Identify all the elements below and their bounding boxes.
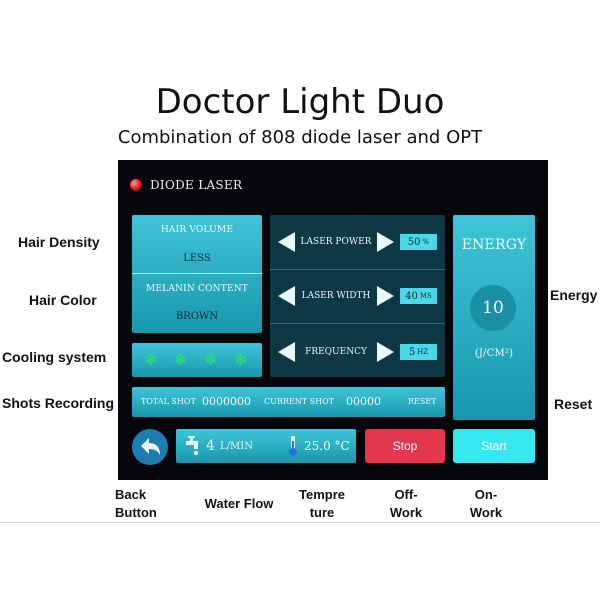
decrease-arrow-icon[interactable] — [278, 342, 295, 362]
total-shot-label: TOTAL SHOT — [141, 397, 196, 406]
label-hair-color: Hair Color — [29, 292, 97, 308]
temperature-value: 25.0 °C — [304, 439, 350, 453]
cooling-panel: ❄ ❄ ❄ ❄ — [132, 343, 262, 377]
snowflake-icon[interactable]: ❄ — [174, 350, 188, 369]
total-shot-value: 0000000 — [202, 395, 251, 408]
red-indicator-icon — [130, 179, 142, 191]
mode-title: DIODE LASER — [150, 178, 243, 192]
label-hair-density: Hair Density — [18, 234, 100, 250]
increase-arrow-icon[interactable] — [377, 342, 394, 362]
label-energy: Energy — [550, 287, 598, 303]
back-arrow-icon — [141, 438, 160, 455]
increase-arrow-icon[interactable] — [377, 232, 394, 252]
control-screen: DIODE LASER HAIR VOLUME LESS MELANIN CON… — [118, 160, 548, 480]
start-button[interactable]: Start — [453, 429, 535, 463]
hair-volume-label: HAIR VOLUME — [160, 225, 234, 235]
decrease-arrow-icon[interactable] — [278, 286, 295, 306]
screen-header: DIODE LASER — [130, 178, 242, 192]
laser-width-label: LASER WIDTH — [301, 291, 371, 301]
energy-label: ENERGY — [461, 237, 527, 253]
laser-width-row: LASER WIDTH — [278, 285, 438, 307]
hair-settings-panel: HAIR VOLUME LESS MELANIN CONTENT BROWN — [132, 215, 262, 333]
melanin-content-value[interactable]: BROWN — [175, 311, 219, 322]
snowflake-icon[interactable]: ❄ — [234, 350, 248, 369]
laser-power-value: 50% — [400, 234, 437, 250]
water-flow-unit: L/MIN — [220, 441, 253, 452]
hair-volume-value[interactable]: LESS — [183, 253, 211, 264]
label-off-work: Off-Work — [389, 487, 423, 520]
melanin-content-label: MELANIN CONTENT — [145, 284, 249, 294]
increase-arrow-icon[interactable] — [377, 286, 394, 306]
shots-recording-bar: TOTAL SHOT 0000000 CURRENT SHOT 00000 RE… — [132, 387, 445, 417]
energy-panel[interactable]: ENERGY 10 (J/CM²) — [453, 215, 535, 420]
frequency-row: FREQUENCY — [278, 341, 438, 363]
stop-button[interactable]: Stop — [365, 429, 445, 463]
water-flow-value: 4 — [206, 438, 215, 454]
thermometer-icon — [289, 436, 297, 456]
snowflake-icon[interactable]: ❄ — [144, 350, 158, 369]
current-shot-label: CURRENT SHOT — [264, 397, 334, 406]
page-title: Doctor Light Duo — [155, 82, 445, 122]
frequency-label: FREQUENCY — [305, 347, 367, 357]
page-subtitle: Combination of 808 diode laser and OPT — [117, 127, 483, 148]
current-shot-value: 00000 — [346, 395, 381, 408]
laser-power-row: LASER POWER — [278, 231, 438, 253]
divider-line — [0, 522, 600, 523]
label-reset: Reset — [554, 396, 593, 412]
energy-value: 10 — [470, 285, 516, 331]
energy-unit: (J/CM²) — [474, 348, 514, 359]
decrease-arrow-icon[interactable] — [278, 232, 295, 252]
label-shots-recording: Shots Recording — [2, 395, 115, 411]
reset-button[interactable]: RESET — [408, 397, 437, 406]
faucet-icon — [186, 436, 198, 455]
back-button[interactable] — [132, 429, 168, 465]
laser-power-label: LASER POWER — [300, 237, 372, 247]
water-temperature-panel: 4 L/MIN 25.0 °C — [176, 429, 356, 463]
label-on-work: On-Work — [469, 487, 503, 520]
label-cooling-system: Cooling system — [2, 349, 107, 365]
snowflake-icon[interactable]: ❄ — [204, 350, 218, 369]
label-water-flow: Water Flow — [204, 496, 274, 511]
